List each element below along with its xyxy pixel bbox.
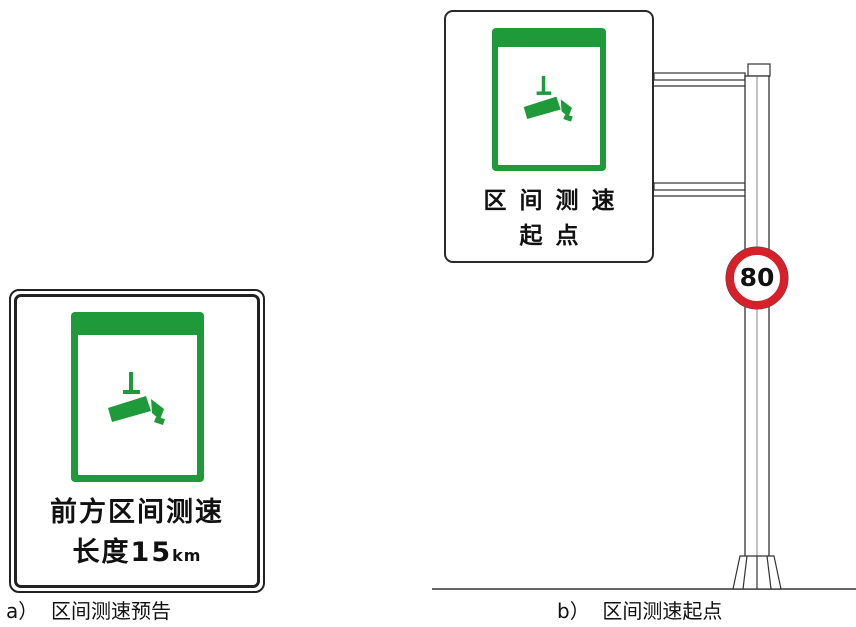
green-camera-board — [71, 312, 204, 482]
section-length-unit: km — [172, 546, 202, 565]
pole-cap — [747, 63, 771, 77]
section-length-value: 长度15 — [72, 537, 173, 568]
support-arms — [653, 72, 746, 197]
advance-notice-sign-inner-border — [14, 294, 260, 588]
camera-icon — [523, 76, 573, 122]
camera-icon — [108, 372, 165, 425]
advance-notice-text: 前方区间测速 — [50, 497, 224, 528]
speed-limit-value: 80 — [739, 263, 775, 292]
section-length-text: 长度15km — [14, 536, 260, 573]
pole-base — [732, 555, 782, 590]
start-point-text-line2: 起点 — [519, 223, 592, 249]
green-camera-board-b — [492, 28, 606, 171]
caption-b: b） 区间测速起点 — [557, 599, 723, 623]
speed-limit-sign — [725, 246, 789, 310]
start-point-text-line1: 区间测速 — [483, 188, 628, 214]
caption-a: a） 区间测速预告 — [6, 599, 171, 623]
